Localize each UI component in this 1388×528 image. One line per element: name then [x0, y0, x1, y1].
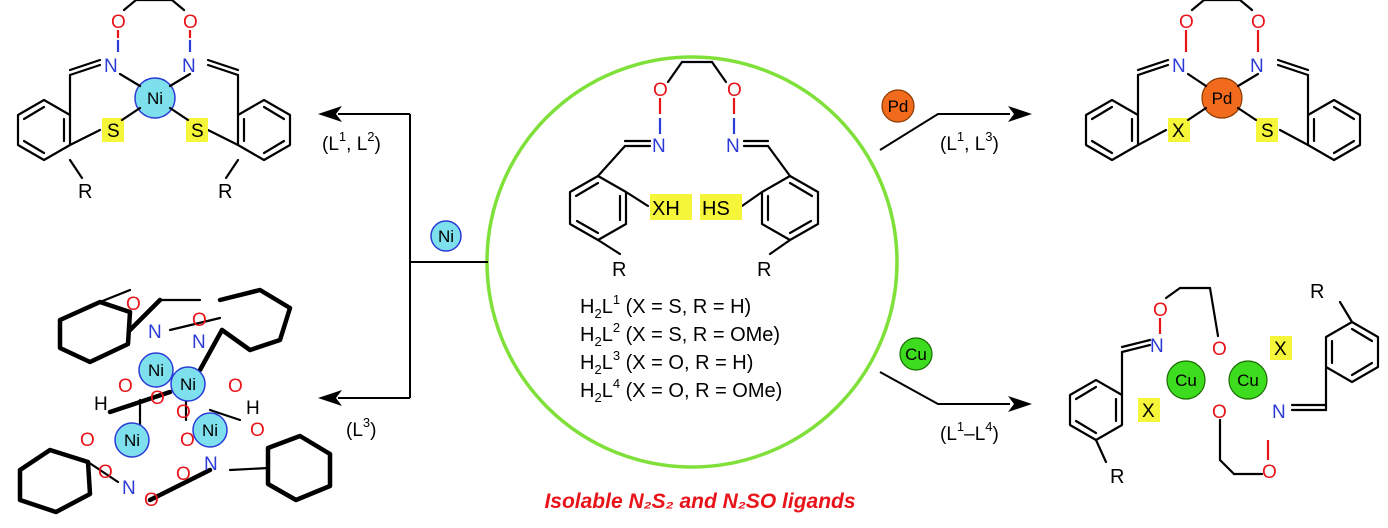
- ligand-list: H2L1 (X = S, R = H) H2L2 (X = S, R = OMe…: [580, 292, 782, 405]
- condition-l1-l4: (L1–L4): [940, 419, 999, 445]
- atom-o: O: [144, 490, 159, 511]
- ni-reagent-label: Ni: [438, 227, 454, 246]
- cu-atom: Cu: [1175, 371, 1197, 390]
- atom-o: O: [118, 376, 133, 397]
- central-ligand: O O N N XH HS R R H2L1 (X = S, R = H) H2…: [485, 55, 899, 469]
- r-label: R: [1110, 466, 1124, 488]
- pd-reagent-label: Pd: [888, 97, 909, 116]
- r-label: R: [78, 181, 92, 203]
- pd-atom: Pd: [1212, 89, 1233, 108]
- atom-n: N: [1250, 56, 1264, 77]
- atom-n: N: [204, 454, 218, 475]
- cu-arrow: [879, 371, 1032, 412]
- atom-o: O: [176, 402, 191, 423]
- atom-o: O: [1262, 462, 1277, 483]
- xh-highlight: [650, 194, 692, 220]
- ni-atom: Ni: [148, 361, 164, 380]
- atom-s: S: [1261, 121, 1274, 142]
- atom-o: O: [1212, 339, 1227, 360]
- atom-n: N: [122, 478, 136, 499]
- ni-atom: Ni: [202, 421, 218, 440]
- r-label: R: [757, 259, 771, 281]
- atom-n: N: [104, 56, 118, 77]
- atom-n: N: [1150, 336, 1164, 357]
- caption: Isolable N₂S₂ and N₂SO ligands: [544, 490, 855, 513]
- ligand-h2l4: H2L4 (X = O, R = OMe): [580, 376, 782, 405]
- atom-n: N: [148, 322, 162, 343]
- atom-s: S: [107, 121, 120, 142]
- atom-o: O: [126, 294, 141, 315]
- atom-n: N: [1172, 56, 1186, 77]
- condition-l3: (L3): [346, 415, 376, 441]
- hs-highlight: [700, 194, 742, 220]
- atom-x: X: [1274, 339, 1287, 360]
- atom-n: N: [192, 332, 206, 353]
- atom-o: O: [228, 376, 243, 397]
- r-label: R: [1310, 281, 1324, 303]
- r-label: R: [612, 259, 626, 281]
- atom-o: O: [1179, 12, 1194, 33]
- atom-x: X: [1142, 401, 1155, 422]
- atom-s: S: [191, 121, 204, 142]
- atom-o: O: [176, 464, 191, 485]
- cu-dimer-complex: N O O Cu Cu O O N X X R R: [1068, 281, 1380, 488]
- cu-reagent-label: Cu: [905, 345, 927, 364]
- atom-o: O: [727, 80, 742, 101]
- r-label: R: [218, 181, 232, 203]
- condition-l1-l3: (L1, L3): [940, 129, 999, 155]
- ligand-h2l1: H2L1 (X = S, R = H): [580, 292, 751, 321]
- atom-n: N: [1272, 402, 1286, 423]
- pd-complex: N N O O Pd X S: [1084, 0, 1362, 162]
- xh-label: XH: [652, 198, 680, 220]
- ni-atom: Ni: [124, 431, 140, 450]
- ni4-cluster: Ni Ni Ni Ni O O O O O O O O O O O O N N …: [17, 287, 333, 515]
- hs-label: HS: [702, 198, 730, 220]
- pd-arrow: [879, 106, 1032, 151]
- atom-o: O: [1251, 12, 1266, 33]
- atom-o: O: [150, 388, 165, 409]
- condition-l1-l2: (L1, L2): [322, 129, 381, 155]
- cu-reagent-badge: [899, 337, 933, 371]
- atom-o: O: [653, 80, 668, 101]
- atom-o: O: [111, 12, 126, 33]
- atom-o: O: [98, 462, 113, 483]
- cu-atom: Cu: [1237, 371, 1259, 390]
- atom-o: O: [180, 430, 195, 451]
- atom-o: O: [183, 12, 198, 33]
- atom-x: X: [1172, 121, 1185, 142]
- highlight-circle: [485, 55, 899, 469]
- atom-h: H: [94, 394, 108, 415]
- atom-o: O: [1212, 402, 1227, 423]
- atom-n: N: [726, 136, 740, 157]
- ni-reagent-badge: [430, 220, 462, 252]
- ni-atom: Ni: [180, 375, 196, 394]
- ni-branch-arrows: [318, 106, 488, 406]
- atom-n: N: [182, 56, 196, 77]
- ligand-h2l2: H2L2 (X = S, R = OMe): [580, 320, 780, 349]
- atom-o: O: [80, 430, 95, 451]
- atom-h: H: [246, 398, 260, 419]
- atom-o: O: [1153, 300, 1168, 321]
- atom-o: O: [250, 420, 265, 441]
- pd-reagent-badge: [881, 89, 915, 123]
- ni-atom: Ni: [147, 89, 163, 108]
- atom-o: O: [192, 310, 207, 331]
- atom-n: N: [652, 136, 666, 157]
- ni-n2s2-complex: N N O O Ni S S R R: [16, 0, 292, 203]
- ligand-h2l3: H2L3 (X = O, R = H): [580, 348, 753, 377]
